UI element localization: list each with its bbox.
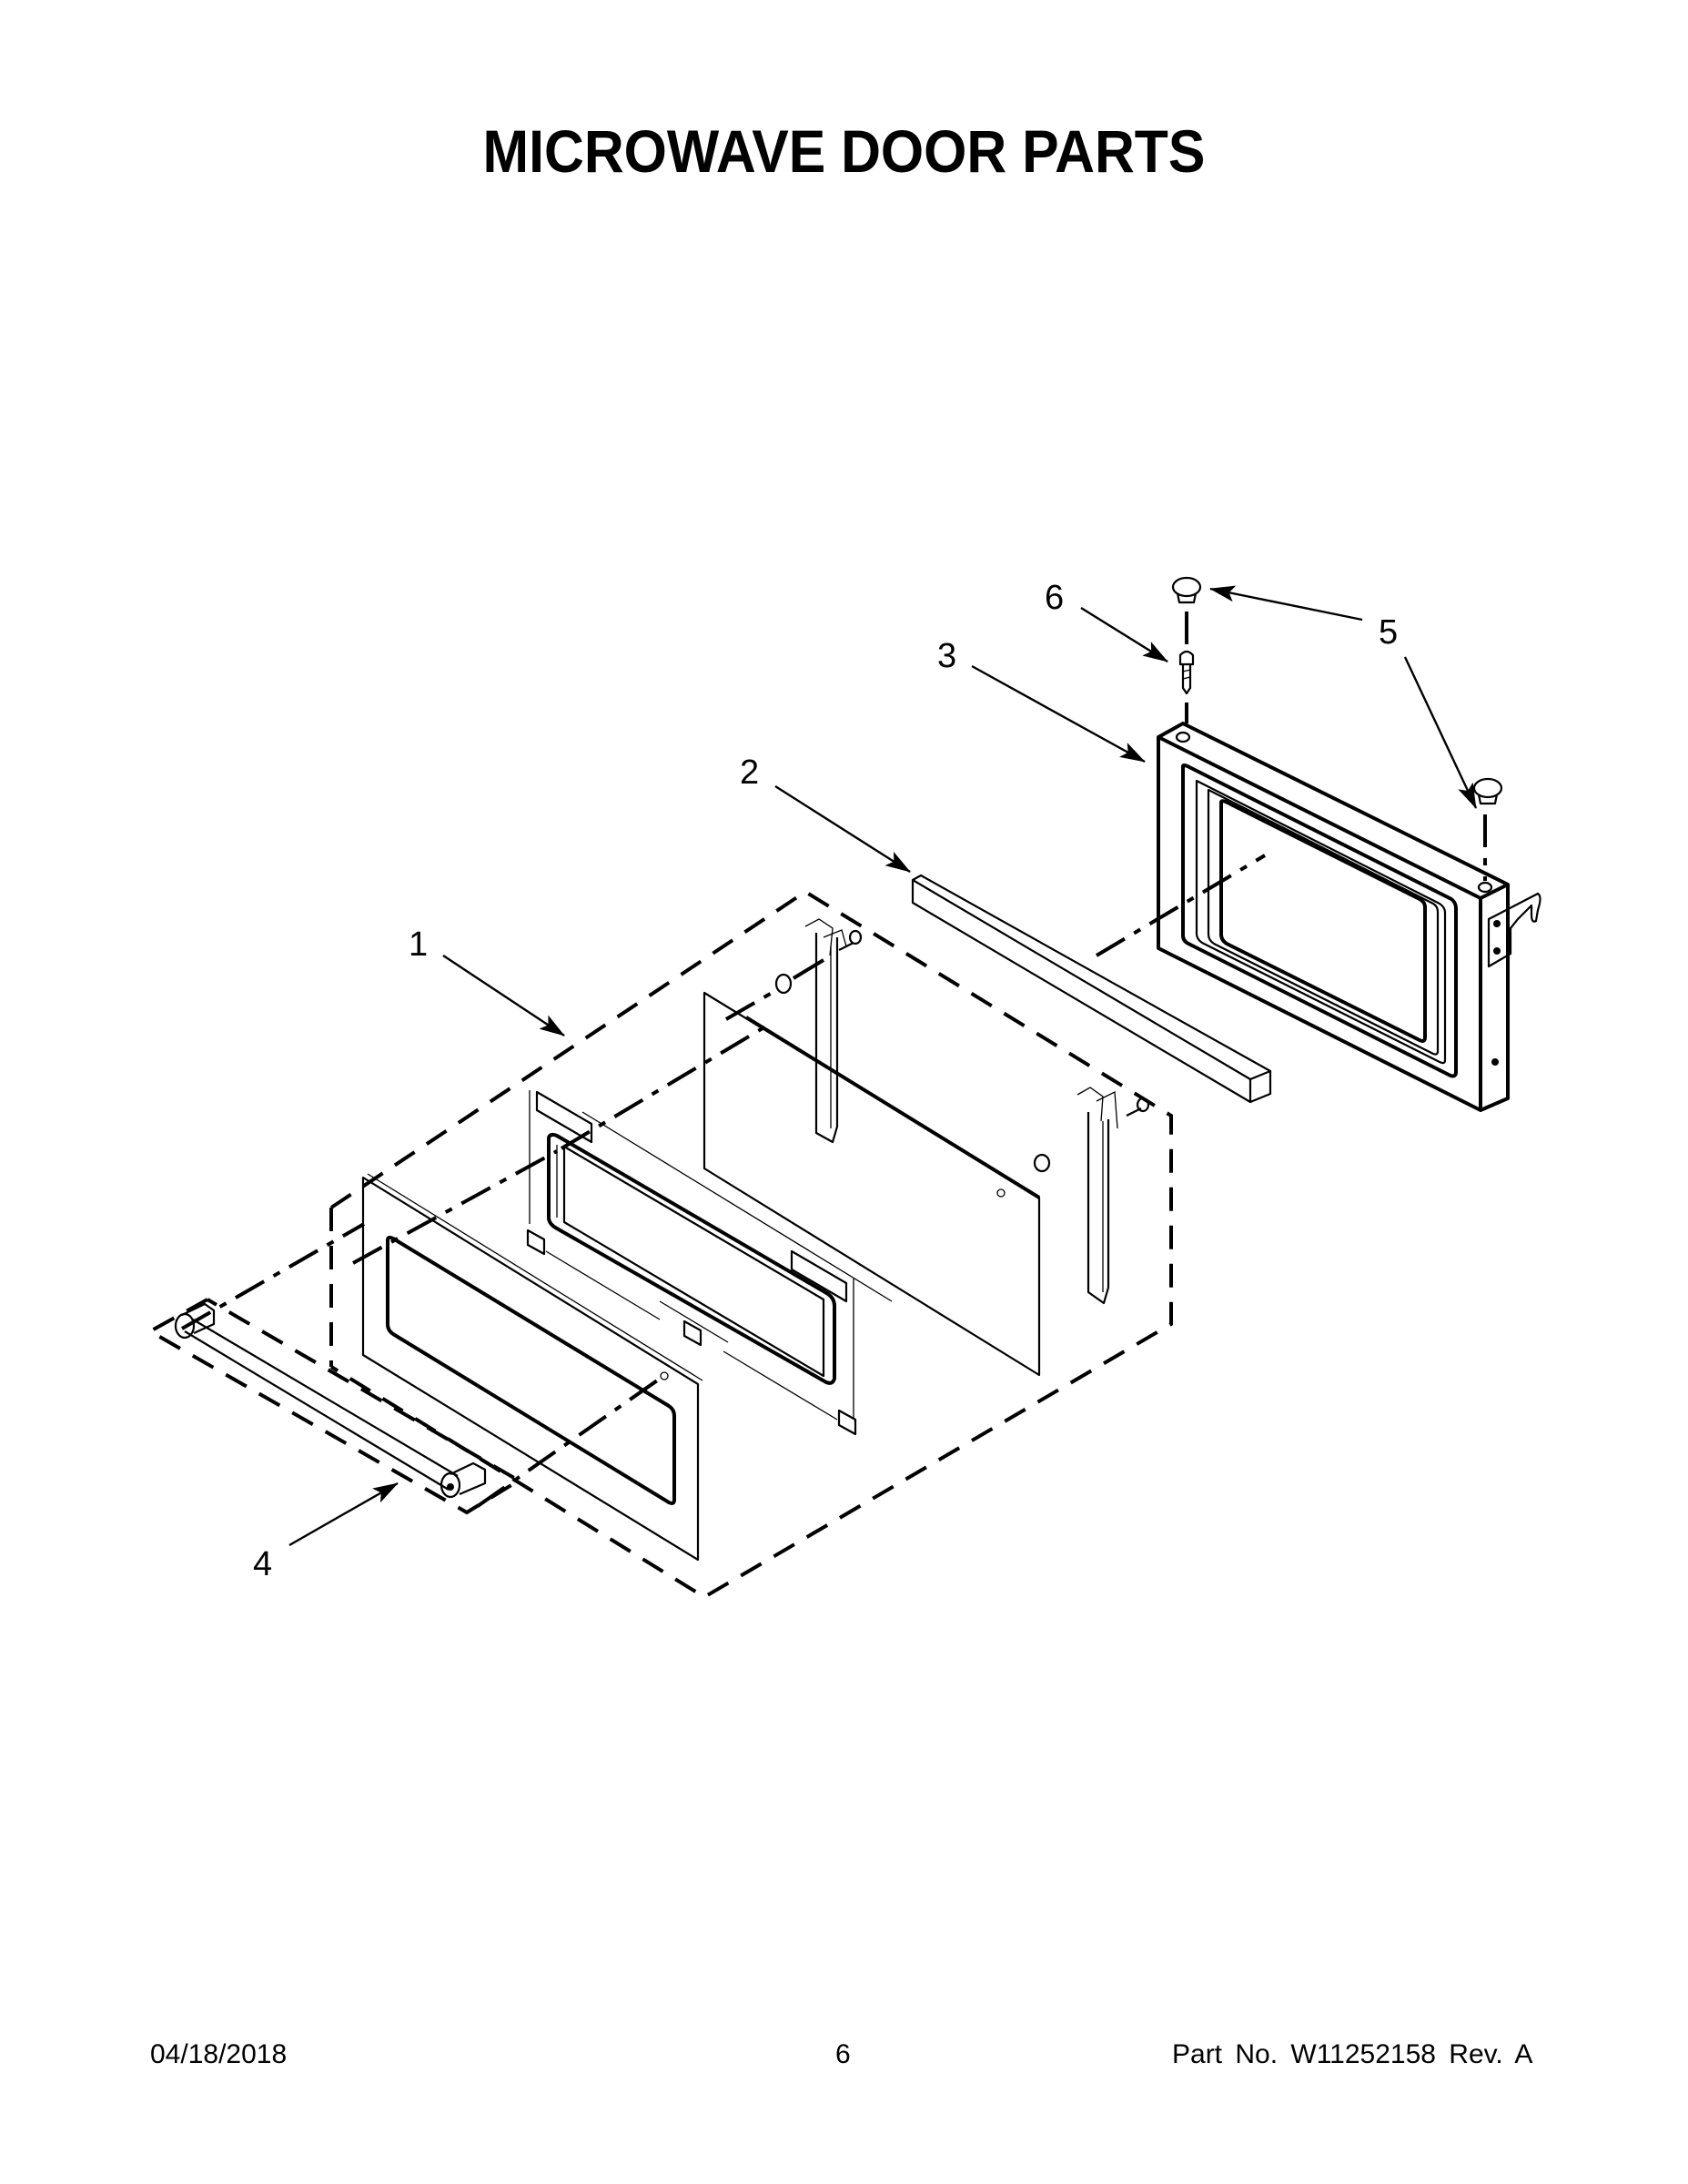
callout-label-6: 6: [1045, 579, 1064, 617]
screw: [1178, 650, 1195, 695]
choke-frame: [526, 1090, 893, 1436]
callout-6: 6: [1045, 579, 1168, 663]
page-title: MICROWAVE DOOR PARTS: [482, 117, 1206, 185]
choke-bar: [911, 874, 1272, 1104]
footer-part-number: Part No. W11252158 Rev. A: [1172, 2039, 1533, 2069]
callout-4: 4: [253, 1481, 399, 1583]
door-bracket-left: [804, 918, 863, 1144]
handle-dashed-group: [146, 1298, 522, 1515]
callout-5: 5: [1209, 585, 1478, 809]
inner-door-frame: [1157, 722, 1541, 1112]
callout-1: 1: [409, 925, 565, 1037]
door-assembly-group: [329, 889, 1173, 1600]
callout-2: 2: [740, 753, 911, 874]
callout-label-5: 5: [1379, 613, 1398, 652]
callout-3: 3: [937, 637, 1146, 763]
door-handle: [174, 1302, 487, 1499]
footer-date: 04/18/2018: [150, 2039, 288, 2069]
hole-plug-cap-top: [1171, 576, 1202, 604]
door-bracket-right: [1076, 1087, 1150, 1305]
callout-label-3: 3: [937, 637, 956, 675]
callout-label-1: 1: [409, 925, 428, 964]
footer-page-number: 6: [835, 2039, 851, 2069]
glass-panel: [702, 991, 1051, 1377]
hole-plug-cap-right: [1472, 777, 1503, 805]
callout-label-4: 4: [253, 1545, 272, 1583]
callout-label-2: 2: [740, 753, 759, 792]
outer-door-panel: [361, 1173, 703, 1562]
